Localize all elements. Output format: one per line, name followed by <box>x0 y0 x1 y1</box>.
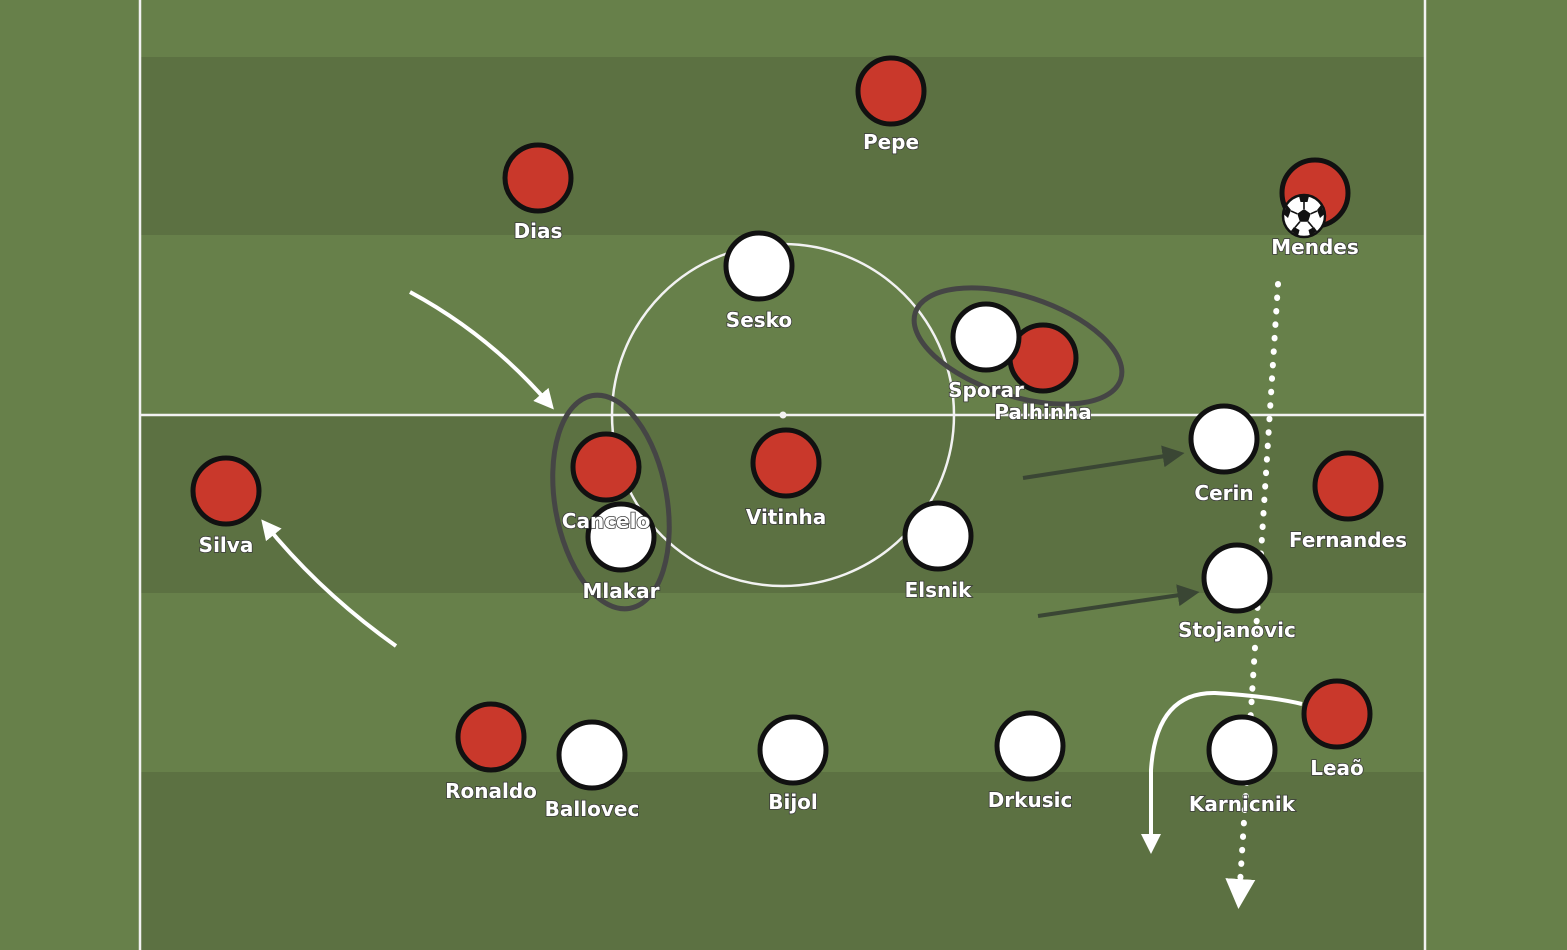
player-token <box>950 301 1022 373</box>
player-sporar <box>950 301 1022 373</box>
player-ronaldo <box>455 701 527 773</box>
player-token <box>1201 542 1273 614</box>
player-label-bijol: Bijol <box>768 790 818 814</box>
grass-stripe <box>140 772 1426 950</box>
player-token <box>556 719 628 791</box>
player-token <box>455 701 527 773</box>
player-cerin <box>1188 403 1260 475</box>
player-label-sesko: Sesko <box>726 308 792 332</box>
player-bijol <box>757 714 829 786</box>
player-label-silva: Silva <box>199 533 254 557</box>
player-pepe <box>855 55 927 127</box>
highlight-ring-cancelo-mlakar <box>550 392 672 612</box>
player-token <box>1301 678 1373 750</box>
player-elsnik <box>902 500 974 572</box>
player-token <box>1312 450 1384 522</box>
player-label-fernandes: Fernandes <box>1289 528 1407 552</box>
player-label-ronaldo: Ronaldo <box>445 779 537 803</box>
player-token <box>723 230 795 302</box>
player-silva <box>190 455 262 527</box>
player-label-elsnik: Elsnik <box>905 578 973 602</box>
ball-bottom-right-patch <box>1308 227 1317 236</box>
ball-seam <box>1307 221 1314 229</box>
ball-center-patch <box>1297 209 1311 222</box>
player-label-stojanovic: Stojanovic <box>1178 618 1296 642</box>
player-label-drkusic: Drkusic <box>988 788 1073 812</box>
player-token <box>585 501 657 573</box>
ball-seam <box>1294 221 1301 229</box>
player-stojanovic <box>1201 542 1273 614</box>
player-label-sporar: Sporar <box>948 378 1024 402</box>
player-token <box>750 427 822 499</box>
ball-right-patch <box>1317 205 1325 218</box>
player-token <box>1188 403 1260 475</box>
player-label-dias: Dias <box>514 219 563 243</box>
highlight-ring-sporar-palhinha <box>911 285 1125 407</box>
player-dias <box>502 142 574 214</box>
center-spot <box>779 411 787 419</box>
player-label-cerin: Cerin <box>1194 481 1253 505</box>
player-label-palhinha: Palhinha <box>994 400 1092 424</box>
player-karnicnik <box>1206 714 1278 786</box>
player-token <box>502 142 574 214</box>
player-token <box>570 431 642 503</box>
press-arrow-to-stojanovic <box>1037 584 1200 618</box>
leao-curved-run-arrow <box>1141 690 1303 854</box>
player-token <box>190 455 262 527</box>
ball-top-patch <box>1299 196 1309 202</box>
player-label-pepe: Pepe <box>863 130 919 154</box>
player-vitinha <box>750 427 822 499</box>
players <box>190 55 1384 791</box>
player-label-karnicnik: Karnicnik <box>1189 792 1296 816</box>
duel-highlights <box>550 285 1125 612</box>
player-token <box>902 500 974 572</box>
ball-seam <box>1310 210 1318 215</box>
player-label-leao: Leaõ <box>1310 756 1364 780</box>
player-label-mlakar: Mlakar <box>583 579 660 603</box>
player-cancelo <box>570 431 642 503</box>
grass-stripe <box>140 57 1426 235</box>
player-token <box>1206 714 1278 786</box>
ball-seam <box>1290 210 1298 215</box>
ball-bottom-left-patch <box>1291 227 1300 236</box>
player-labels: Pepe Dias Mendes Sesko Sporar Palhinha S… <box>198 129 1408 822</box>
player-token <box>994 710 1066 782</box>
player-leao <box>1301 678 1373 750</box>
press-arrow-to-cerin <box>1022 445 1185 480</box>
player-drkusic <box>994 710 1066 782</box>
player-label-ballovec: Ballovec <box>545 797 640 821</box>
player-label-mendes: Mendes <box>1271 235 1359 259</box>
player-sesko <box>723 230 795 302</box>
player-ballovec <box>556 719 628 791</box>
soccer-ball-icon <box>1281 193 1327 239</box>
run-arrow-toward-silva <box>261 519 398 648</box>
player-fernandes <box>1312 450 1384 522</box>
player-label-vitinha: Vitinha <box>746 505 826 529</box>
run-arrow-toward-cancelo <box>409 290 554 410</box>
player-token <box>855 55 927 127</box>
player-token <box>757 714 829 786</box>
ball-left-patch <box>1283 205 1291 218</box>
player-mlakar <box>585 501 657 573</box>
player-label-cancelo: Cancelo <box>562 509 650 533</box>
